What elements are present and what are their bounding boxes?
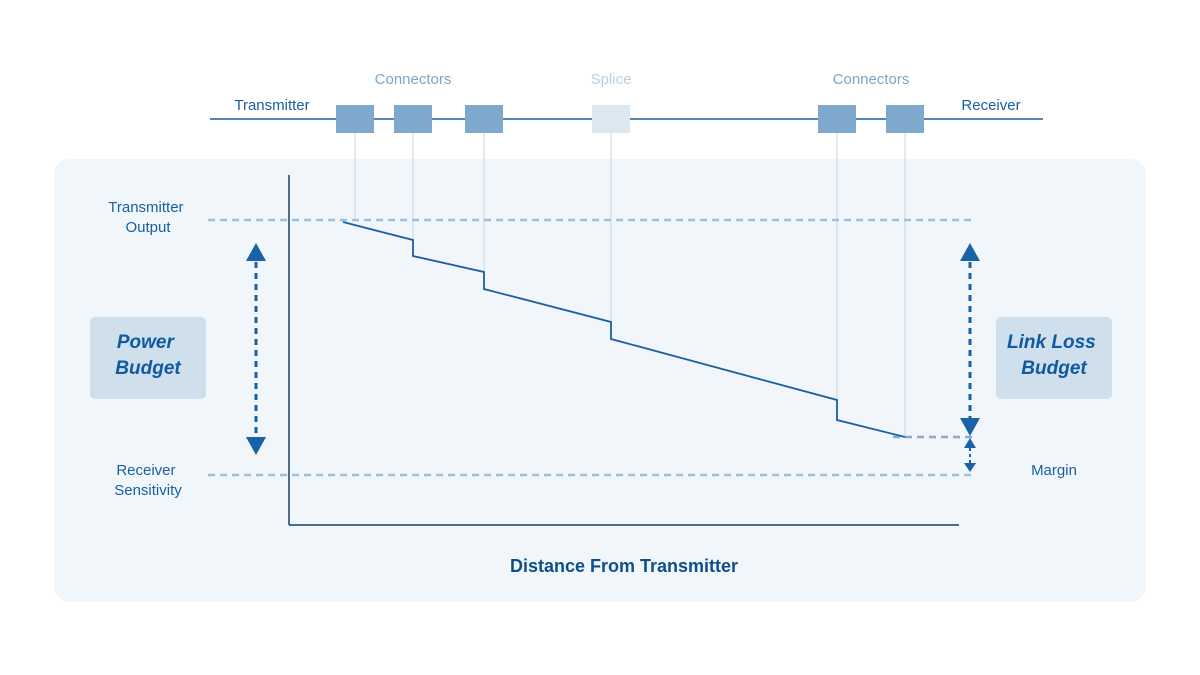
- power-budget-arrow-top-icon: [246, 243, 266, 261]
- x-axis-label: Distance From Transmitter: [510, 556, 738, 576]
- margin-arrow-bottom-icon: [964, 463, 976, 472]
- splice: [592, 105, 630, 133]
- transmitter-output-label: Transmitter Output: [108, 199, 187, 236]
- splice-label: Splice: [591, 71, 632, 88]
- connector-5: [886, 105, 924, 133]
- connector-3: [465, 105, 503, 133]
- connectors-right-label: Connectors: [833, 71, 910, 88]
- link-loss-budget-label: Link Loss Budget: [1007, 332, 1101, 379]
- connector-4: [818, 105, 856, 133]
- power-budget-badge: [90, 317, 206, 399]
- power-budget-arrow-bottom-icon: [246, 437, 266, 455]
- chart-panel: [54, 159, 1146, 602]
- margin-arrow-top-icon: [964, 438, 976, 448]
- margin-label: Margin: [1031, 462, 1077, 479]
- power-budget-label: Power Budget: [115, 332, 181, 379]
- receiver-sensitivity-label: Receiver Sensitivity: [114, 462, 182, 499]
- connector-1: [336, 105, 374, 133]
- link-loss-budget-badge: [996, 317, 1112, 399]
- connectors-left-label: Connectors: [375, 71, 452, 88]
- receiver-label: Receiver: [961, 97, 1020, 114]
- connector-2: [394, 105, 432, 133]
- link-loss-arrow-bottom-icon: [960, 418, 980, 436]
- loss-curve: [342, 221, 906, 438]
- link-loss-arrow-top-icon: [960, 243, 980, 261]
- drop-lines: [354, 133, 906, 437]
- transmitter-label: Transmitter: [234, 97, 309, 114]
